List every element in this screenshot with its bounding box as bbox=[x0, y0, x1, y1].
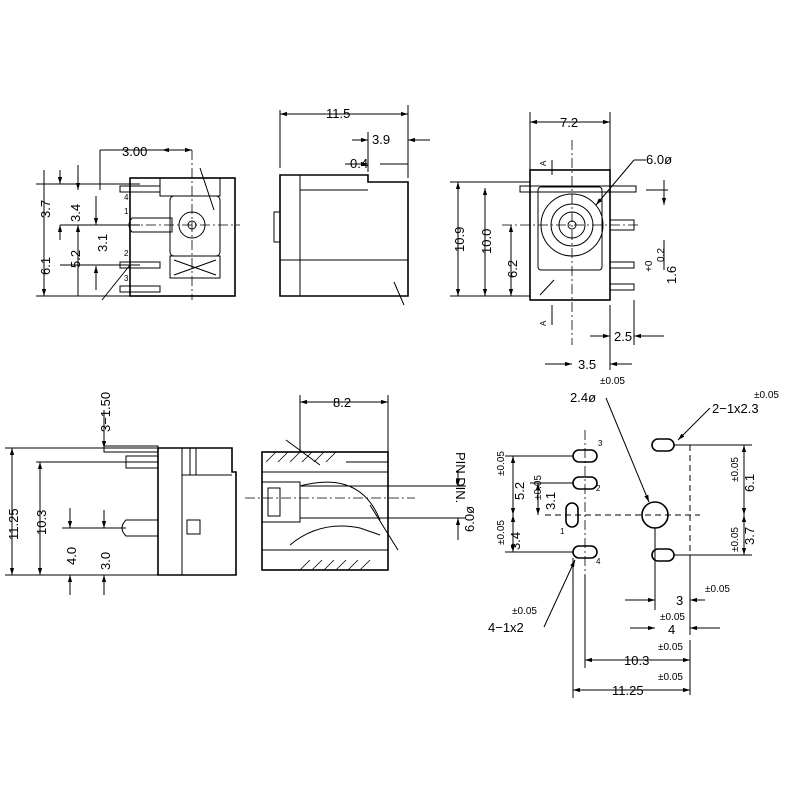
view-pcb-layout: 3 2 1 4 ±0.05 2.4ø ±0.05 2−1x2.3 ±0.05 5… bbox=[488, 376, 779, 698]
view3-dim-0.2: 0.2 bbox=[656, 248, 667, 262]
view3-body bbox=[529, 169, 611, 301]
pcb-pin-1: 1 bbox=[560, 527, 565, 536]
view3-dim-2.5: 2.5 bbox=[614, 329, 632, 344]
view3-dim-1.6: 1.6 bbox=[664, 266, 679, 284]
view4-body bbox=[157, 447, 237, 576]
view1-dim-3.4: 3.4 bbox=[68, 204, 83, 222]
view-side: 11.5 3.9 0.4 bbox=[273, 105, 430, 306]
pcb-dim-6.1: 6.1 bbox=[742, 474, 757, 492]
view-section: 8.2 6.0ø PIN DIN. bbox=[245, 395, 477, 571]
pcb-dim-3.7: 3.7 bbox=[742, 527, 757, 545]
pcb-tol-4: ±0.05 bbox=[660, 612, 685, 623]
view3-dim-6.0dia: 6.0ø bbox=[646, 152, 672, 167]
view5-dim-6.0dia: 6.0ø bbox=[462, 506, 477, 532]
pcb-pin-2: 2 bbox=[596, 484, 601, 493]
pcb-tol-2x2.3: ±0.05 bbox=[754, 390, 779, 401]
pcb-slot-top bbox=[651, 438, 675, 452]
pcb-dim-4x2: 4−1x2 bbox=[488, 620, 524, 635]
pcb-tol-3: ±0.05 bbox=[705, 584, 730, 595]
pcb-dim-3.4: 3.4 bbox=[508, 532, 523, 550]
pcb-tol-3.1: ±0.05 bbox=[533, 475, 544, 500]
pcb-dim-2.4dia: 2.4ø bbox=[570, 390, 596, 405]
view4-dim-11.25: 11.25 bbox=[6, 508, 21, 540]
view1-pin-4: 4 bbox=[124, 193, 129, 202]
view4-dim-10.3: 10.3 bbox=[34, 510, 49, 535]
pcb-dim-10.3: 10.3 bbox=[624, 653, 649, 668]
pcb-tol-6.1: ±0.05 bbox=[730, 457, 741, 482]
pcb-tol-3.4: ±0.05 bbox=[496, 520, 507, 545]
view1-pin-3: 3 bbox=[124, 274, 129, 283]
view4-dim-3x1.50: 3−1.50 bbox=[98, 392, 113, 432]
pcb-dim-4: 4 bbox=[668, 622, 675, 637]
pcb-tol-3.7: ±0.05 bbox=[730, 527, 741, 552]
view1-dim-5.2: 5.2 bbox=[68, 250, 83, 268]
view1-dim-6.1: 6.1 bbox=[38, 257, 53, 275]
view3-dim-6.2: 6.2 bbox=[505, 260, 520, 278]
pcb-tol-5.2: ±0.05 bbox=[496, 451, 507, 476]
view5-hatching-bottom bbox=[299, 559, 371, 571]
view3-dim-7.2: 7.2 bbox=[560, 115, 578, 130]
view2-dim-3.9: 3.9 bbox=[372, 132, 390, 147]
view4-dim-4.0: 4.0 bbox=[64, 547, 79, 565]
view5-body bbox=[261, 451, 389, 571]
view-front-pins: 3.00 3.7 3.4 6.1 5.2 3.1 4 1 2 3 bbox=[36, 144, 240, 301]
pcb-dim-2x2.3: 2−1x2.3 bbox=[712, 401, 759, 416]
pcb-dim-11.25: 11.25 bbox=[612, 683, 644, 698]
pcb-pin-4: 4 bbox=[596, 557, 601, 566]
view3-section-bottom: A bbox=[539, 320, 548, 326]
view-side-pins: 3−1.50 11.25 10.3 4.0 3.0 bbox=[5, 392, 237, 595]
pcb-tol-2.4: ±0.05 bbox=[600, 376, 625, 387]
view1-dim-3.1: 3.1 bbox=[95, 234, 110, 252]
pcb-dim-3.1: 3.1 bbox=[543, 492, 558, 510]
pcb-tol-11.25: ±0.05 bbox=[658, 672, 683, 683]
view5-dim-8.2: 8.2 bbox=[333, 395, 351, 410]
view4-dim-3.0: 3.0 bbox=[98, 552, 113, 570]
view3-dim-3.5: 3.5 bbox=[578, 357, 596, 372]
view3-dim-10.0: 10.0 bbox=[479, 229, 494, 254]
view1-dim-3.00: 3.00 bbox=[122, 144, 147, 159]
pcb-dim-5.2: 5.2 bbox=[512, 482, 527, 500]
view2-body bbox=[279, 174, 409, 297]
view-face: A A 7.2 6.0ø 10.9 10.0 6.2 0.2 +0 1.6 2.… bbox=[450, 112, 679, 372]
view5-pin-label: PIN DIN. bbox=[453, 452, 468, 503]
pcb-dim-3: 3 bbox=[676, 593, 683, 608]
view1-pin-1: 1 bbox=[124, 207, 129, 216]
view1-pin-2: 2 bbox=[124, 249, 129, 258]
view5-hatching-top bbox=[265, 451, 337, 463]
view1-dim-3.7: 3.7 bbox=[38, 200, 53, 218]
view2-dim-0.4: 0.4 bbox=[350, 156, 368, 171]
view2-dim-11.5: 11.5 bbox=[326, 106, 350, 121]
view3-dim-plus0: +0 bbox=[644, 260, 655, 272]
pcb-pin-3: 3 bbox=[598, 439, 603, 448]
pcb-tol-4x2: ±0.05 bbox=[512, 606, 537, 617]
view3-dim-10.9: 10.9 bbox=[452, 227, 467, 252]
view3-section-top: A bbox=[539, 160, 548, 166]
pcb-tol-10.3: ±0.05 bbox=[658, 642, 683, 653]
